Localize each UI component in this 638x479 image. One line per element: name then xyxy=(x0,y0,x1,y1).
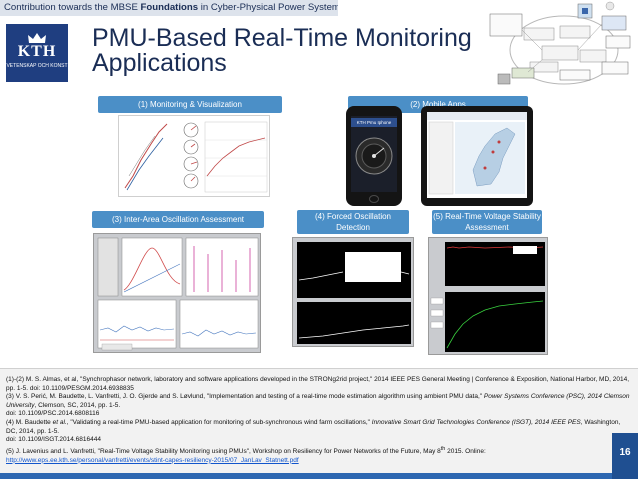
logo-subtext: VETENSKAP OCH KONST xyxy=(6,63,68,69)
phone-home-button xyxy=(369,195,379,203)
references: (1)-(2) M. S. Almas, et al, "Synchrophas… xyxy=(0,368,638,479)
page-title-line1: PMU-Based Real-Time Monitoring xyxy=(92,24,472,52)
forced-oscillation-screenshot xyxy=(292,237,414,347)
tablet-map-graphic xyxy=(427,112,527,195)
contribution-suffix: in Cyber-Physical Power Systems xyxy=(198,2,338,13)
section-label-voltage: (5) Real-Time Voltage Stability Assessme… xyxy=(432,210,542,234)
voltage-stability-graphic xyxy=(430,242,545,352)
crown-icon xyxy=(28,33,46,43)
forced-oscillation-graphic xyxy=(297,242,411,344)
page-title: PMU-Based Real-Time Monitoring Applicati… xyxy=(92,26,482,76)
phone-screen-title: KTH Pmu Iphone xyxy=(351,118,397,127)
section-label-monitoring: (1) Monitoring & Visualization xyxy=(98,96,282,113)
phone-screen: KTH Pmu Iphone xyxy=(351,116,397,192)
section-label-inter-area: (3) Inter-Area Oscillation Assessment xyxy=(92,211,264,228)
reference-3: (3) V. S. Perić, M. Baudette, L. Vanfret… xyxy=(6,393,630,409)
architecture-diagram xyxy=(482,0,638,92)
contribution-bold: Foundations xyxy=(140,2,199,13)
page-title-line2: Applications xyxy=(92,49,227,77)
reference-5: (5) J. Lavenius and L. Vanfretti, "Real-… xyxy=(6,445,486,455)
inter-area-screenshot xyxy=(93,233,261,353)
phone-dial-graphic xyxy=(355,137,393,175)
voltage-stability-screenshot xyxy=(428,237,548,355)
tablet-screenshot xyxy=(421,106,533,206)
inter-area-graphic xyxy=(97,237,259,351)
phone-screenshot: KTH Pmu Iphone xyxy=(346,106,402,206)
section-label-forced: (4) Forced Oscillation Detection xyxy=(297,210,409,234)
reference-4: (4) M. Baudette et al., "Validating a re… xyxy=(6,418,621,435)
monitoring-screenshot xyxy=(118,115,270,197)
logo-text: KTH xyxy=(17,43,57,60)
monitoring-graphic xyxy=(121,120,268,194)
footer-bar xyxy=(0,473,612,479)
contribution-banner: Contribution towards the MBSE Foundation… xyxy=(0,0,338,16)
page-number: 16 xyxy=(612,433,638,479)
reference-3-doi: doi: 10.1109/PSC.2014.6808116 xyxy=(6,410,100,418)
tablet-screen xyxy=(427,112,527,198)
reference-4-doi: doi: 10.1109/ISGT.2014.6816444 xyxy=(6,436,101,444)
reference-1: (1)-(2) M. S. Almas, et al, "Synchrophas… xyxy=(6,376,630,392)
contribution-prefix: Contribution towards the MBSE xyxy=(4,2,141,13)
reference-5-link[interactable]: http://www.eps.ee.kth.se/personal/vanfre… xyxy=(6,456,299,464)
kth-logo: KTH VETENSKAP OCH KONST xyxy=(6,24,68,82)
architecture-diagram-graphic xyxy=(489,1,631,85)
